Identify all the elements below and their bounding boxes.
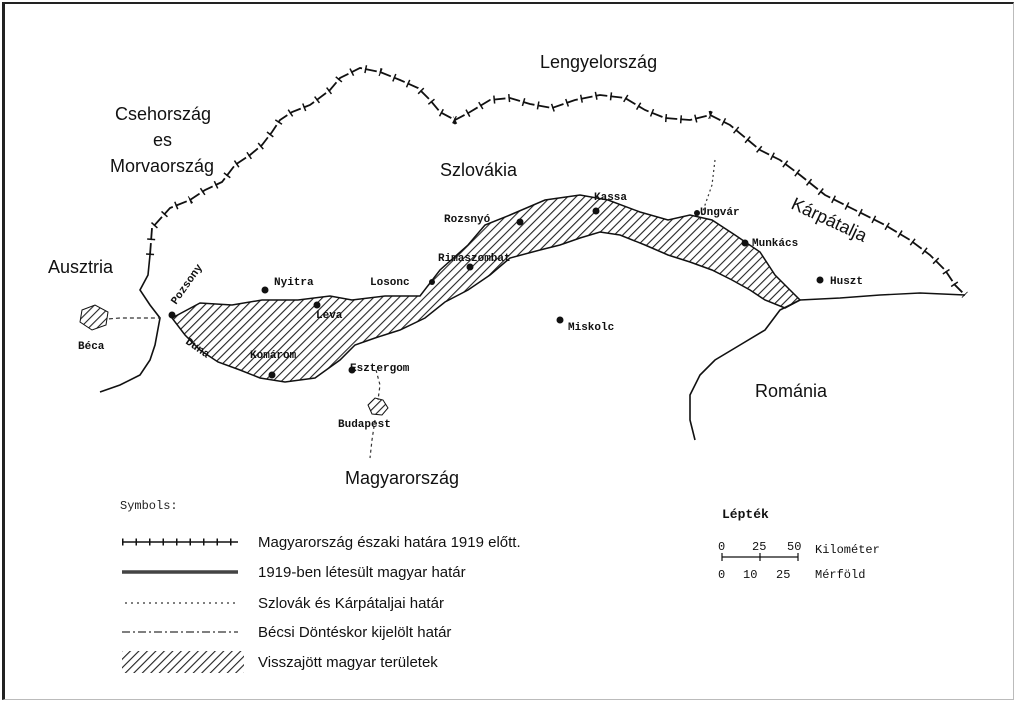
scale-km-tick-1: 25 [752, 540, 766, 554]
scale-title: Lépték [722, 507, 769, 522]
romania-carpathia-border [799, 292, 966, 301]
legend-item-vienna-award-border: Bécsi Döntéskor kijelölt határ [122, 624, 451, 641]
city-dot-huszt [816, 276, 824, 284]
austria-border-north [94, 317, 160, 321]
city-dot-pozsony [168, 311, 176, 319]
city-label-becs: Béca [78, 341, 105, 353]
scale-mile-tick-0: 0 [718, 568, 725, 582]
label-czech-line2: es [153, 130, 172, 150]
legend-item-1919-border: 1919-ben létesült magyar határ [122, 564, 466, 581]
label-czech-line1: Csehország [115, 104, 211, 124]
city-dot-kassa [592, 207, 600, 215]
city-label-budapest: Budapest [338, 419, 391, 431]
city-dot-miskolc [556, 316, 564, 324]
scale-mile-tick-2: 25 [776, 568, 790, 582]
city-dot-nyitra [261, 286, 269, 294]
city-label-komarom: Komárom [250, 350, 297, 362]
city-dot-komarom [268, 371, 276, 379]
city-label-esztergom: Esztergom [350, 363, 410, 375]
city-label-nyitra: Nyitra [274, 277, 314, 289]
city-label-munkacs: Munkács [752, 238, 798, 250]
label-hungary: Magyarország [345, 468, 459, 488]
city-dot-munkacs [741, 239, 749, 247]
romania-border [689, 299, 801, 441]
label-carpathia: Kárpátalja [788, 193, 871, 246]
city-dot-rimaszombat [466, 263, 474, 271]
legend-item-pre-1919-border: Magyarország északi határa 1919 előtt. [122, 534, 521, 551]
legend-title: Symbols: [120, 499, 178, 513]
budapest-route [369, 369, 381, 459]
city-label-ungvar: Ungvár [700, 207, 740, 219]
legend-label-returned: Visszajött magyar területek [258, 654, 438, 671]
slovak-carpathian-border [699, 159, 716, 221]
city-dot-ungvar [694, 210, 700, 216]
scale-mile-label: Mérföld [815, 568, 865, 582]
pre-1919-border-ticks [146, 63, 968, 298]
vienna-area [79, 304, 109, 331]
austria-border [99, 254, 161, 393]
scale-mile-tick-1: 10 [743, 568, 757, 582]
city-label-rozsnyo: Rozsnyó [444, 214, 491, 226]
legend-label-vienna: Bécsi Döntéskor kijelölt határ [258, 624, 451, 641]
legend-swatch-returned [122, 651, 244, 673]
returned-territory-area [170, 194, 802, 383]
label-romania: Románia [755, 381, 828, 401]
city-dot-esztergom [348, 366, 356, 374]
scale-km-label: Kilométer [815, 543, 880, 557]
legend-item-returned-territory: Visszajött magyar területek [122, 651, 438, 673]
legend-label-1919: 1919-ben létesült magyar határ [258, 564, 466, 581]
label-austria: Ausztria [48, 257, 114, 277]
legend-label-pre-1919: Magyarország északi határa 1919 előtt. [258, 534, 521, 551]
city-label-losonc: Losonc [370, 277, 410, 289]
label-poland: Lengyelország [540, 52, 657, 72]
city-dot-leva [313, 301, 321, 309]
label-czech-line3: Morvaország [110, 156, 214, 176]
city-label-rimaszombat: Rimaszombat [438, 253, 511, 265]
city-dot-losonc [429, 279, 435, 285]
city-label-kassa: Kassa [594, 192, 627, 204]
legend-item-slovak-border: Szlovák és Kárpátaljai határ [125, 595, 444, 612]
label-slovakia: Szlovákia [440, 160, 518, 180]
city-label-leva: Léva [316, 310, 343, 322]
city-label-miskolc: Miskolc [568, 322, 614, 334]
city-label-pozsony: Pozsony [169, 262, 206, 307]
pre-1919-border [149, 67, 966, 296]
scale-km-tick-2: 50 [787, 540, 801, 554]
legend-label-slovak: Szlovák és Kárpátaljai határ [258, 595, 444, 612]
city-label-huszt: Huszt [830, 276, 863, 288]
budapest-area [367, 397, 389, 416]
scale-km-tick-0: 0 [718, 540, 725, 554]
city-dot-rozsnyo [516, 218, 524, 226]
